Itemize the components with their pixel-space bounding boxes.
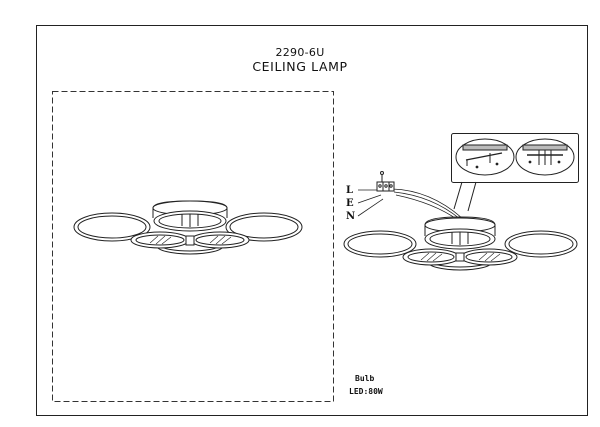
wire-label-earth: E [346,198,354,209]
top-view-frame [52,91,334,402]
wire-label-live: L [346,185,354,196]
bulb-label: Bulb [355,374,375,383]
drawing-title: CEILING LAMP [252,59,348,74]
sheet-border [36,25,588,416]
model-number: 2290-6U [275,46,325,59]
mounting-detail-callout [451,133,579,212]
bulb-spec: LED:80W [349,387,383,396]
left-lamp-drawing [73,200,303,255]
right-lamp-drawing [343,171,578,271]
wire-label-neutral: N [346,211,356,222]
